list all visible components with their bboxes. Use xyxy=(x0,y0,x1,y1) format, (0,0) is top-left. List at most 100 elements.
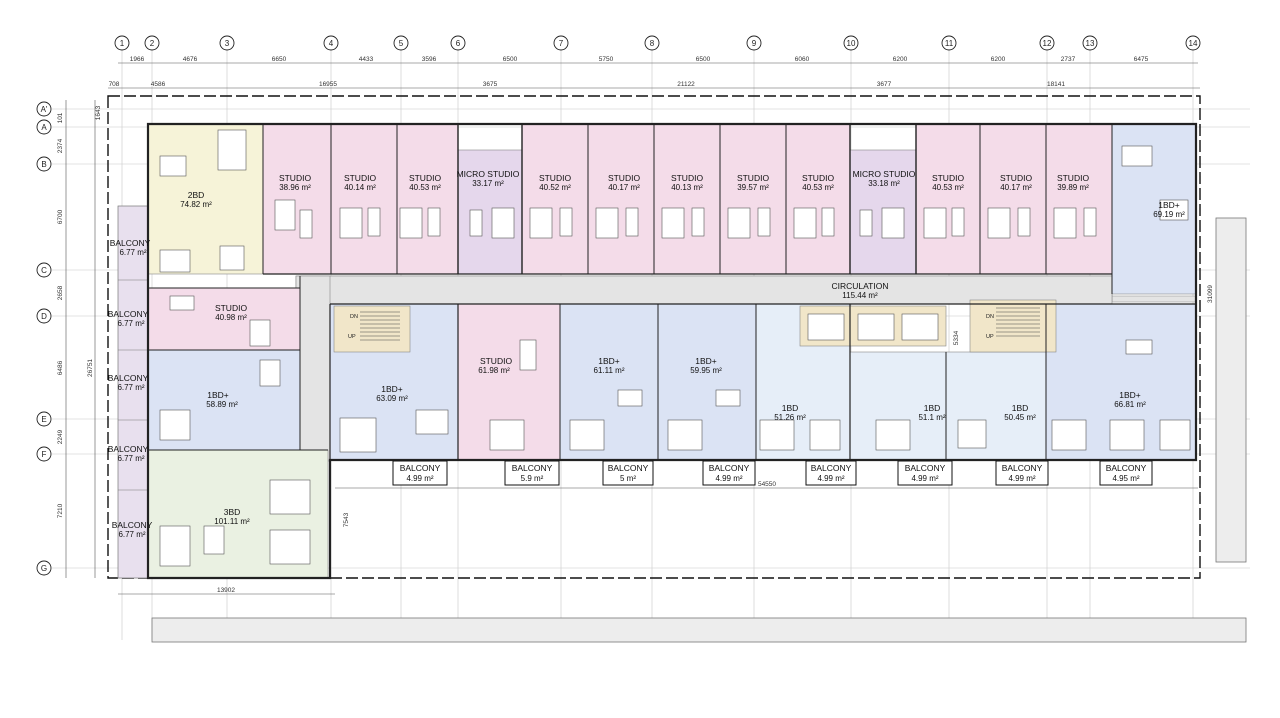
dim-text: 708 xyxy=(109,81,120,88)
grid-col-label: 5 xyxy=(399,39,404,48)
stair-core-right xyxy=(969,299,1057,353)
grid-col-label: 3 xyxy=(225,39,230,48)
dimension-lines xyxy=(65,62,1200,595)
unit-studio xyxy=(979,123,1047,275)
balcony-label: BALCONY xyxy=(112,520,153,530)
room-name: STUDIO xyxy=(539,173,572,183)
grid-row-label: B xyxy=(41,160,46,169)
balcony-label: BALCONY xyxy=(108,373,149,383)
balcony-area: 6.77 m² xyxy=(117,319,144,328)
dim-text: 2737 xyxy=(1061,56,1076,63)
stair-labels: DN UP DN UP xyxy=(348,314,994,340)
dimensions-top-row2: 708 4586 16955 3675 21122 3677 18141 xyxy=(109,81,1066,88)
room-name: STUDIO xyxy=(932,173,965,183)
room-area: 40.13 m² xyxy=(671,183,703,192)
room-name: MICRO STUDIO xyxy=(853,169,916,179)
stair-up-label: UP xyxy=(986,334,994,340)
stair-core-left xyxy=(333,305,411,353)
dim-text: 2249 xyxy=(57,429,64,444)
dim-text: 6060 xyxy=(795,56,810,63)
room-area: 59.95 m² xyxy=(690,366,722,375)
dim-text: 6700 xyxy=(57,209,64,224)
walls xyxy=(146,122,1198,580)
grid-row-label: C xyxy=(41,266,47,275)
grid-row-label: F xyxy=(42,450,47,459)
grid-col-label: 4 xyxy=(329,39,334,48)
room-area: 33.17 m² xyxy=(472,179,504,188)
room-area: 51.26 m² xyxy=(774,413,806,422)
unit-studio xyxy=(330,123,398,275)
room-area: 40.53 m² xyxy=(802,183,834,192)
room-area: 50.45 m² xyxy=(1004,413,1036,422)
unit-studio xyxy=(719,123,787,275)
left-balcony-labels: BALCONY 6.77 m² BALCONY 6.77 m² BALCONY … xyxy=(108,238,153,539)
grid-row-label: E xyxy=(41,415,46,424)
grid-row-label: G xyxy=(41,564,47,573)
dim-text: 18141 xyxy=(1047,81,1065,88)
dim-text: 101 xyxy=(57,112,64,123)
unit-studio xyxy=(915,123,981,275)
stair-up-label: UP xyxy=(348,334,356,340)
balcony-label: BALCONY xyxy=(905,463,946,473)
grid-col-label: 10 xyxy=(847,39,856,48)
grid-col-label: 8 xyxy=(650,39,655,48)
dim-text: 26751 xyxy=(87,359,94,377)
unit-studio xyxy=(653,123,721,275)
balcony-label: BALCONY xyxy=(1106,463,1147,473)
grid-col-label: 12 xyxy=(1043,39,1052,48)
balcony-area: 5.9 m² xyxy=(521,474,544,483)
grid-row-label: A' xyxy=(41,105,48,114)
balcony-label: BALCONY xyxy=(709,463,750,473)
unit-studio xyxy=(521,123,589,275)
room-area: 61.11 m² xyxy=(594,366,625,375)
unit-studio xyxy=(396,123,459,275)
balcony-area: 5 m² xyxy=(620,474,636,483)
room-name: 1BD xyxy=(924,403,941,413)
dim-text: 1643 xyxy=(95,105,102,120)
dim-text: 31099 xyxy=(1207,285,1214,303)
room-name: MICRO STUDIO xyxy=(457,169,520,179)
room-area: 115.44 m² xyxy=(842,291,878,300)
room-area: 40.17 m² xyxy=(1000,183,1032,192)
left-balcony-strip xyxy=(117,205,149,579)
room-area: 101.11 m² xyxy=(214,517,250,526)
room-area: 74.82 m² xyxy=(180,200,212,209)
dim-text: 6486 xyxy=(57,360,64,375)
balcony-area: 4.99 m² xyxy=(1008,474,1035,483)
dim-text: 6500 xyxy=(696,56,711,63)
room-name: CIRCULATION xyxy=(832,281,889,291)
room-area: 33.18 m² xyxy=(868,179,900,188)
dim-text: 21122 xyxy=(677,81,695,88)
room-area: 40.14 m² xyxy=(344,183,376,192)
balcony-area: 4.99 m² xyxy=(817,474,844,483)
dim-text: 2374 xyxy=(57,138,64,153)
grid-col-label: 13 xyxy=(1086,39,1095,48)
room-name: 1BD xyxy=(1012,403,1029,413)
stair-treads xyxy=(360,307,1040,341)
dim-text: 7210 xyxy=(57,503,64,518)
balcony-label: BALCONY xyxy=(108,309,149,319)
grid-row-label: D xyxy=(41,312,47,321)
room-area: 40.52 m² xyxy=(539,183,571,192)
dim-text: 4586 xyxy=(151,81,166,88)
grid-col-label: 6 xyxy=(456,39,461,48)
dim-text: 6475 xyxy=(1134,56,1149,63)
room-name: STUDIO xyxy=(344,173,377,183)
dimensions-left: 1643 101 2374 6700 2658 6486 2249 7210 2… xyxy=(57,105,102,518)
room-name: 1BD+ xyxy=(1158,200,1180,210)
room-area: 40.17 m² xyxy=(608,183,640,192)
room-area: 40.53 m² xyxy=(932,183,964,192)
stair-dn-label: DN xyxy=(350,314,358,320)
room-name: 1BD xyxy=(782,403,799,413)
balcony-area: 4.99 m² xyxy=(406,474,433,483)
room-name: STUDIO xyxy=(1000,173,1033,183)
room-area: 40.98 m² xyxy=(215,313,247,322)
site-boundary xyxy=(107,95,1247,643)
balcony-label: BALCONY xyxy=(400,463,441,473)
room-area: 39.89 m² xyxy=(1057,183,1089,192)
stair-dn-label: DN xyxy=(986,314,994,320)
grid-col-label: 1 xyxy=(120,39,125,48)
dim-text: 3675 xyxy=(483,81,498,88)
room-area: 38.96 m² xyxy=(279,183,311,192)
dim-text: 16955 xyxy=(319,81,337,88)
